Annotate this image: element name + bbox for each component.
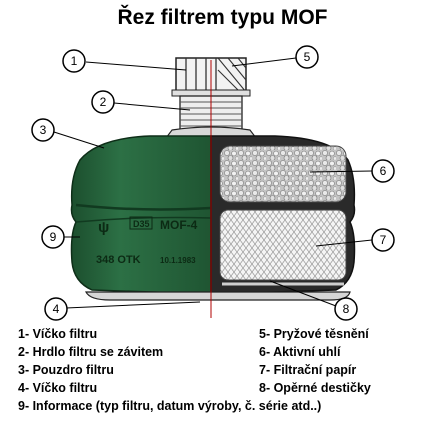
filter-cutaway (210, 135, 356, 295)
activated-carbon-layer (219, 145, 347, 203)
callout-8: 8 (334, 297, 358, 321)
svg-text:3: 3 (40, 123, 47, 137)
diagram-title: Řez filtrem typu MOF (117, 6, 328, 29)
leader-lines (53, 57, 373, 309)
callout-2: 2 (91, 90, 115, 114)
callout-7: 7 (371, 228, 395, 252)
svg-text:6: 6 (380, 164, 387, 178)
marking-date: 10.1.1983 (160, 256, 196, 265)
legend-right-column: 5- Pryžové těsnění 6- Aktivní uhlí 7- Fi… (259, 325, 371, 397)
marking-model: MOF-4 (160, 218, 198, 232)
filter-cross-section: ψ D35 MOF-4 348 OTK 10.1.1983 1 2 3 4 5 (31, 45, 395, 321)
callout-9: 9 (41, 225, 65, 249)
callout-4: 4 (44, 297, 68, 321)
svg-text:9: 9 (50, 230, 57, 244)
legend-item: 9- Informace (typ filtru, datum výroby, … (18, 399, 322, 413)
marking-code: D35 (133, 219, 150, 229)
manufacturer-mark: ψ (98, 219, 109, 236)
legend-item: 2- Hrdlo filtru se závitem (18, 345, 164, 359)
legend-item: 7- Filtrační papír (259, 363, 357, 377)
legend-left-column: 1- Víčko filtru 2- Hrdlo filtru se závit… (18, 325, 163, 397)
svg-text:2: 2 (100, 95, 107, 109)
marking-otk: 348 OTK (96, 254, 141, 266)
svg-text:1: 1 (71, 54, 78, 68)
svg-text:5: 5 (304, 50, 311, 64)
legend-item: 5- Pryžové těsnění (259, 327, 369, 341)
filter-info-markings: ψ D35 MOF-4 348 OTK 10.1.1983 (96, 216, 198, 266)
legend-wide-row: 9- Informace (typ filtru, datum výroby, … (18, 397, 321, 415)
filter-paper-layer (219, 209, 347, 281)
svg-text:8: 8 (343, 302, 350, 316)
legend-item: 8- Opěrné destičky (259, 381, 371, 395)
legend-item: 1- Víčko filtru (18, 327, 98, 341)
filter-bottom-lid (85, 291, 351, 301)
svg-text:4: 4 (53, 302, 60, 316)
callout-6: 6 (371, 159, 395, 183)
legend-item: 4- Víčko filtru (18, 381, 98, 395)
legend-item: 6- Aktivní uhlí (259, 345, 341, 359)
legend-item: 3- Pouzdro filtru (18, 363, 114, 377)
filter-housing (70, 135, 212, 295)
svg-text:7: 7 (380, 233, 387, 247)
callout-1: 1 (62, 49, 86, 73)
callout-5: 5 (295, 45, 319, 69)
callout-3: 3 (31, 118, 55, 142)
